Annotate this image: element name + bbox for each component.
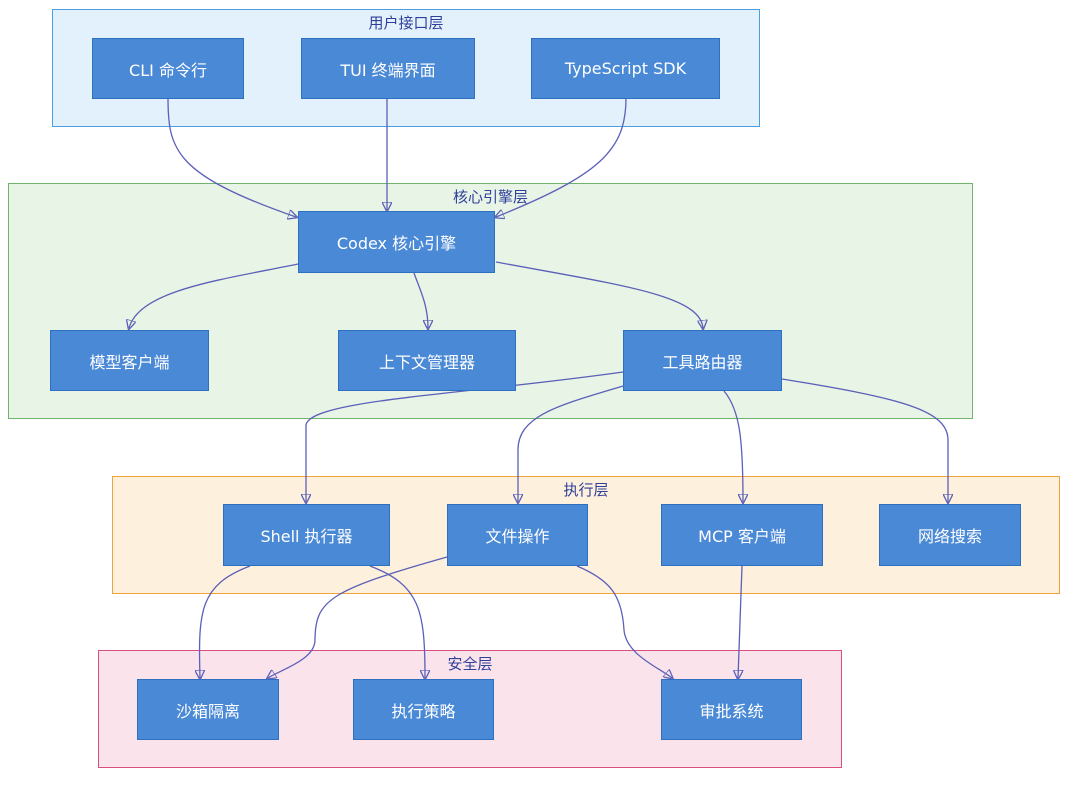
node-exec-policy[interactable]: 执行策略: [353, 679, 494, 740]
layer-exec-title: 执行层: [563, 481, 609, 499]
edge-codex-router: [495, 261, 703, 328]
edge-router-file: [518, 385, 624, 502]
node-sandbox[interactable]: 沙箱隔离: [137, 679, 279, 740]
node-model-client[interactable]: 模型客户端: [50, 330, 209, 391]
edge-router-mcp: [723, 390, 743, 502]
edge-sdk-codex: [496, 97, 627, 217]
edge-file-approval: [576, 565, 672, 678]
edge-codex-model: [129, 263, 299, 328]
node-typescript-sdk[interactable]: TypeScript SDK: [531, 38, 720, 99]
layer-security-title: 安全层: [447, 655, 493, 673]
node-tui[interactable]: TUI 终端界面: [301, 38, 475, 99]
edge-shell-policy: [369, 565, 425, 678]
edge-codex-context: [413, 272, 428, 328]
edge-cli-codex: [167, 97, 296, 217]
edge-shell-sandbox: [200, 565, 251, 678]
edge-mcp-approval: [738, 565, 742, 678]
edge-router-web: [781, 378, 948, 502]
node-file-operations[interactable]: 文件操作: [447, 504, 588, 566]
edge-file-sandbox: [268, 556, 448, 678]
node-tool-router[interactable]: 工具路由器: [623, 330, 782, 391]
node-shell-executor[interactable]: Shell 执行器: [223, 504, 390, 566]
layer-user-title: 用户接口层: [368, 14, 444, 32]
node-mcp-client[interactable]: MCP 客户端: [661, 504, 823, 566]
edge-router-shell: [306, 371, 624, 502]
node-approval-system[interactable]: 审批系统: [661, 679, 802, 740]
node-web-search[interactable]: 网络搜索: [879, 504, 1021, 566]
node-codex-core[interactable]: Codex 核心引擎: [298, 211, 495, 273]
layer-core-title: 核心引擎层: [452, 188, 528, 206]
node-cli[interactable]: CLI 命令行: [92, 38, 244, 99]
node-context-manager[interactable]: 上下文管理器: [338, 330, 516, 391]
